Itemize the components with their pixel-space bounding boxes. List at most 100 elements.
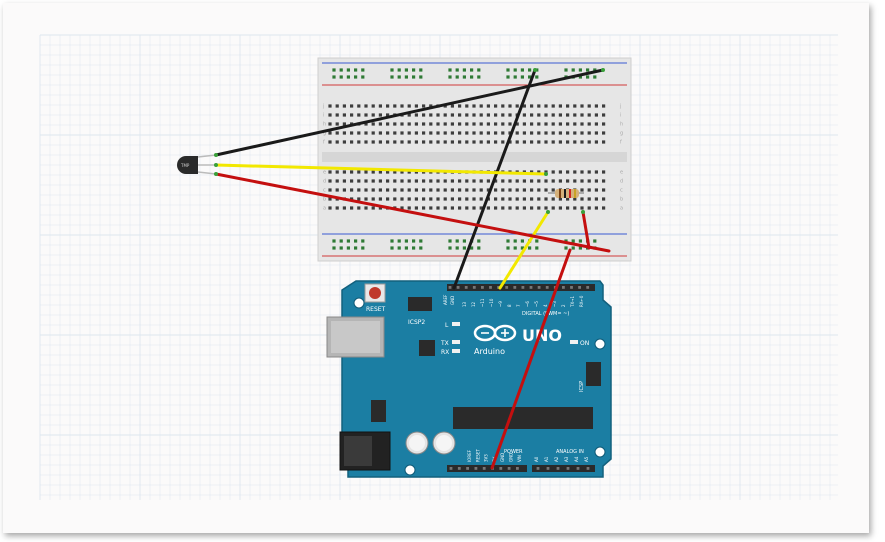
icsp-header (586, 362, 601, 386)
digital-pin-label: 12 (471, 301, 476, 307)
breadboard-hole (429, 122, 433, 126)
breadboard-hole (551, 113, 555, 117)
breadboard-hole (378, 113, 382, 117)
breadboard-hole (472, 188, 476, 192)
rail-hole (520, 68, 524, 72)
breadboard-hole (357, 104, 361, 108)
breadboard-hole (537, 131, 541, 135)
breadboard-hole (328, 170, 332, 174)
rail-hole (397, 75, 401, 79)
breadboard-hole (501, 188, 505, 192)
breadboard-hole (386, 140, 390, 144)
breadboard-hole (580, 197, 584, 201)
row-letter: g (323, 131, 326, 137)
breadboard-hole (400, 104, 404, 108)
breadboard-hole (450, 113, 454, 117)
breadboard-hole (501, 197, 505, 201)
breadboard-hole (566, 179, 570, 183)
rail-hole (528, 246, 532, 250)
breadboard-hole (342, 140, 346, 144)
breadboard-hole (414, 122, 418, 126)
breadboard-hole (465, 131, 469, 135)
breadboard-hole (414, 188, 418, 192)
breadboard-hole (544, 122, 548, 126)
breadboard-hole (371, 179, 375, 183)
breadboard-hole (364, 188, 368, 192)
breadboard-hole (364, 113, 368, 117)
breadboard-hole (443, 140, 447, 144)
breadboard-hole (573, 122, 577, 126)
breadboard-hole (371, 188, 375, 192)
breadboard-hole (422, 188, 426, 192)
breadboard-hole (508, 179, 512, 183)
rail-hole (390, 246, 394, 250)
breadboard-hole (522, 104, 526, 108)
atmega-main-chip (453, 407, 593, 429)
breadboard-hole (522, 113, 526, 117)
row-letter: e (620, 170, 623, 176)
breadboard-hole (364, 131, 368, 135)
rail-hole (564, 68, 568, 72)
breadboard-hole (587, 179, 591, 183)
breadboard-hole (594, 170, 598, 174)
rail-hole (346, 246, 350, 250)
breadboard-hole (573, 197, 577, 201)
breadboard-hole (465, 188, 469, 192)
power-pin-label: GND (509, 453, 514, 462)
breadboard-hole (450, 122, 454, 126)
breadboard-hole (357, 179, 361, 183)
rail-hole (462, 75, 466, 79)
breadboard-hole (530, 197, 534, 201)
reset-label: RESET (366, 306, 386, 313)
breadboard-hole (566, 122, 570, 126)
analog-pin-label: A0 (534, 456, 539, 462)
wire-end (214, 163, 218, 167)
rail-hole (506, 239, 510, 243)
breadboard-hole (342, 179, 346, 183)
row-letter: d (620, 179, 623, 185)
voltage-regulator (371, 400, 386, 422)
breadboard-hole (508, 206, 512, 210)
breadboard-hole (458, 104, 462, 108)
breadboard-hole (465, 206, 469, 210)
analog-pin-label: A4 (574, 456, 579, 462)
rail-hole (346, 75, 350, 79)
rail-hole (477, 239, 481, 243)
header-hole (513, 286, 517, 289)
rail-hole (586, 68, 590, 72)
breadboard-hole (443, 122, 447, 126)
breadboard-hole (386, 122, 390, 126)
breadboard-hole (364, 197, 368, 201)
rail-hole (535, 246, 539, 250)
breadboard-hole (551, 206, 555, 210)
rail-hole (390, 239, 394, 243)
led-l-label: L (445, 322, 449, 329)
breadboard-hole (386, 170, 390, 174)
breadboard-hole (357, 113, 361, 117)
rail-hole (346, 239, 350, 243)
breadboard-hole (494, 113, 498, 117)
breadboard-hole (400, 140, 404, 144)
breadboard-hole (458, 113, 462, 117)
rail-hole (578, 75, 582, 79)
rail-hole (412, 68, 416, 72)
led-on-label: ON (580, 340, 589, 347)
rail-hole (354, 68, 358, 72)
breadboard-hole (422, 122, 426, 126)
rail-hole (332, 68, 336, 72)
rail-hole (448, 75, 452, 79)
header-hole (562, 286, 565, 289)
breadboard-hole (501, 206, 505, 210)
breadboard-hole (479, 122, 483, 126)
breadboard-hole (587, 140, 591, 144)
analog-pin-label: A3 (564, 456, 569, 462)
breadboard-hole (378, 131, 382, 135)
header-hole (448, 286, 452, 289)
breadboard-hole (335, 179, 339, 183)
breadboard-hole (551, 104, 555, 108)
breadboard-hole (450, 197, 454, 201)
breadboard-hole (335, 140, 339, 144)
breadboard-hole (429, 206, 433, 210)
breadboard-hole (530, 140, 534, 144)
